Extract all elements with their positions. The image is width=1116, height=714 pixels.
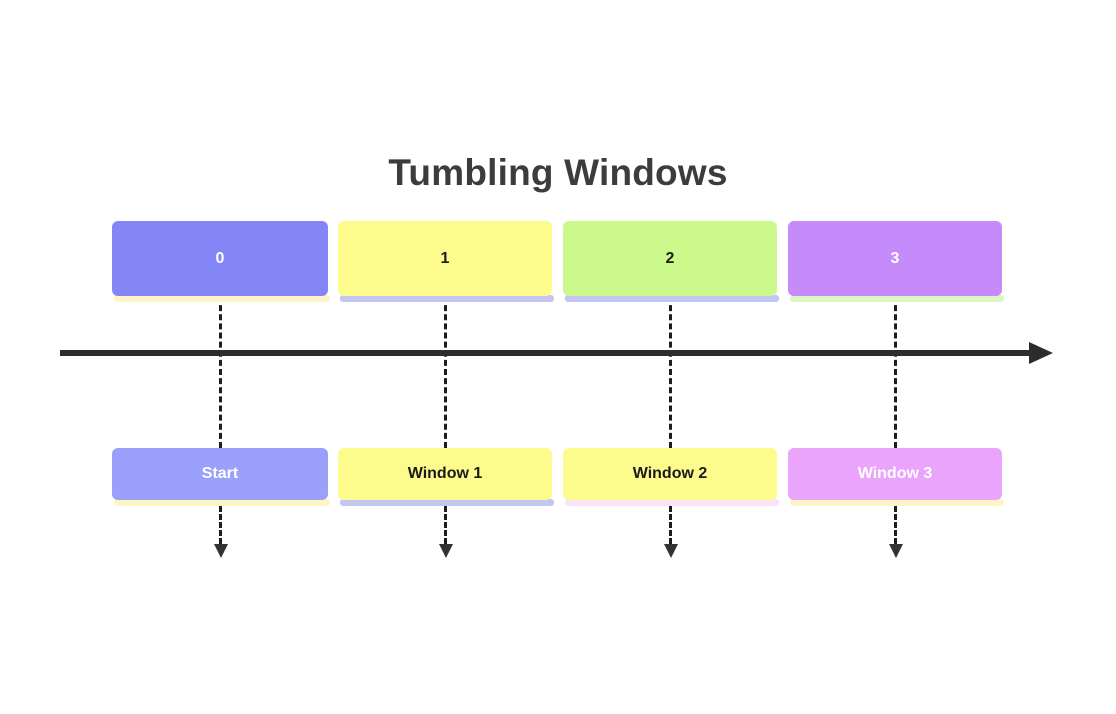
connector-3-lower bbox=[894, 506, 897, 544]
block-shadow bbox=[790, 499, 1004, 506]
connector-2-upper bbox=[669, 296, 672, 448]
top-row-item[interactable]: 1 bbox=[338, 221, 552, 296]
connector-3-upper bbox=[894, 296, 897, 448]
block-shadow bbox=[114, 499, 330, 506]
connector-1-upper bbox=[444, 296, 447, 448]
block-shadow bbox=[340, 295, 554, 302]
page-title: Tumbling Windows bbox=[388, 152, 728, 193]
connector-3-arrow-icon bbox=[889, 544, 903, 558]
connector-2-lower bbox=[669, 506, 672, 544]
connector-1-arrow-icon bbox=[439, 544, 453, 558]
connector-1-lower bbox=[444, 506, 447, 544]
bottom-row-item[interactable]: Window 2 bbox=[563, 448, 777, 500]
block-shadow bbox=[114, 295, 330, 302]
bottom-row-item[interactable]: Window 1 bbox=[338, 448, 552, 500]
top-row-item[interactable]: 2 bbox=[563, 221, 777, 296]
connector-0-lower bbox=[219, 506, 222, 544]
top-row-item[interactable]: 3 bbox=[788, 221, 1002, 296]
connector-0-arrow-icon bbox=[214, 544, 228, 558]
timeline-arrow-icon bbox=[1029, 342, 1053, 364]
block-shadow bbox=[790, 295, 1004, 302]
block-shadow bbox=[565, 499, 779, 506]
connector-0-upper bbox=[219, 296, 222, 448]
top-row-item[interactable]: 0 bbox=[112, 221, 328, 296]
bottom-row-item[interactable]: Start bbox=[112, 448, 328, 500]
timeline-axis bbox=[60, 350, 1035, 356]
block-shadow bbox=[565, 295, 779, 302]
block-shadow bbox=[340, 499, 554, 506]
connector-2-arrow-icon bbox=[664, 544, 678, 558]
bottom-row-item[interactable]: Window 3 bbox=[788, 448, 1002, 500]
